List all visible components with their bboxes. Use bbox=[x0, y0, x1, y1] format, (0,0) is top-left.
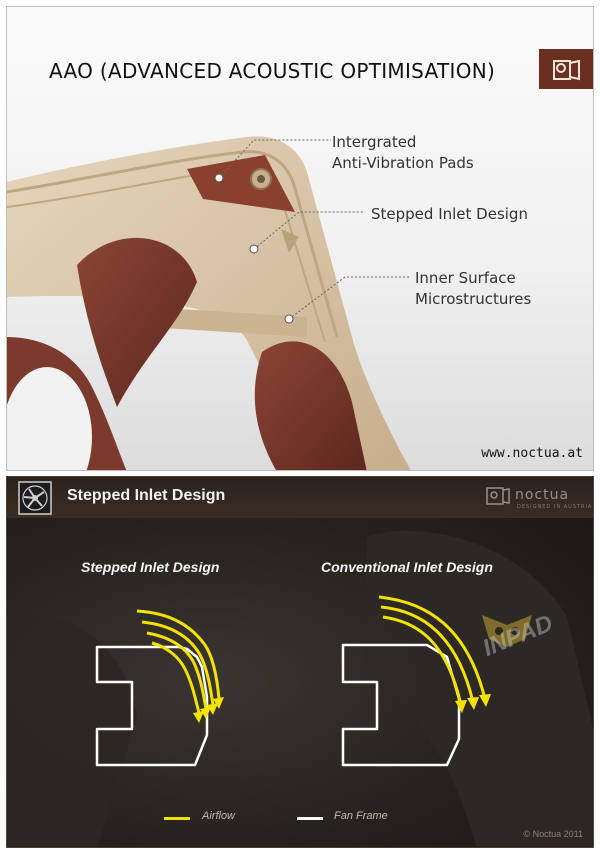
callout-line: Intergrated bbox=[332, 133, 417, 151]
conventional-frame-outline bbox=[341, 643, 461, 767]
callout-line: Inner Surface bbox=[415, 269, 516, 287]
noctua-owl-logo-icon bbox=[539, 49, 593, 89]
diagram-left-title: Stepped Inlet Design bbox=[81, 559, 220, 575]
legend-airflow-label: Airflow bbox=[202, 810, 236, 822]
copyright-text: © Noctua 2011 bbox=[523, 829, 583, 839]
airflow-arrow bbox=[380, 605, 475, 703]
brand-tagline: DESIGNED IN AUSTRIA bbox=[517, 504, 593, 510]
callout-line: Anti-Vibration Pads bbox=[332, 154, 474, 172]
airflow-arrowhead bbox=[193, 697, 224, 723]
airflow-arrow bbox=[141, 620, 215, 706]
aao-feature-panel: AAO (ADVANCED ACOUSTIC OPTIMISATION) Int… bbox=[6, 6, 594, 471]
callout-anti-vibration-pads: Intergrated Anti-Vibration Pads bbox=[332, 132, 474, 174]
website-url: www.noctua.at bbox=[481, 446, 583, 461]
diagram-right-title: Conventional Inlet Design bbox=[321, 559, 493, 575]
page-title: AAO (ADVANCED ACOUSTIC OPTIMISATION) bbox=[49, 59, 496, 83]
callout-inner-surface: Inner Surface Microstructures bbox=[415, 268, 531, 310]
legend-fan-frame-label: Fan Frame bbox=[334, 810, 388, 822]
slide-title: Stepped Inlet Design bbox=[67, 487, 226, 504]
legend-airflow-swatch bbox=[164, 817, 190, 820]
stepped-inlet-slide: Stepped Inlet Design noctua DESIGNED IN … bbox=[6, 476, 594, 848]
brand-name: noctua bbox=[515, 487, 570, 503]
callout-line: Microstructures bbox=[415, 290, 532, 308]
noctua-brand-icon bbox=[486, 487, 510, 505]
fan-corner-render bbox=[7, 136, 411, 470]
legend-fan-frame-swatch bbox=[297, 817, 323, 820]
airflow-arrow bbox=[378, 595, 487, 700]
airflow-arrow bbox=[146, 631, 208, 710]
airflow-arrow bbox=[151, 641, 201, 714]
callout-line: Stepped Inlet Design bbox=[371, 205, 528, 223]
stepped-frame-outline bbox=[95, 645, 209, 767]
airflow-arrow bbox=[382, 615, 463, 706]
fan-icon bbox=[18, 481, 52, 515]
inlet-comparison-diagram bbox=[95, 595, 532, 767]
slide-header-bar: Stepped Inlet Design noctua DESIGNED IN … bbox=[7, 477, 593, 518]
airflow-arrow bbox=[136, 609, 221, 700]
callout-stepped-inlet: Stepped Inlet Design bbox=[371, 204, 528, 225]
inpad-watermark-logo bbox=[482, 615, 532, 647]
airflow-arrowhead bbox=[455, 694, 491, 713]
